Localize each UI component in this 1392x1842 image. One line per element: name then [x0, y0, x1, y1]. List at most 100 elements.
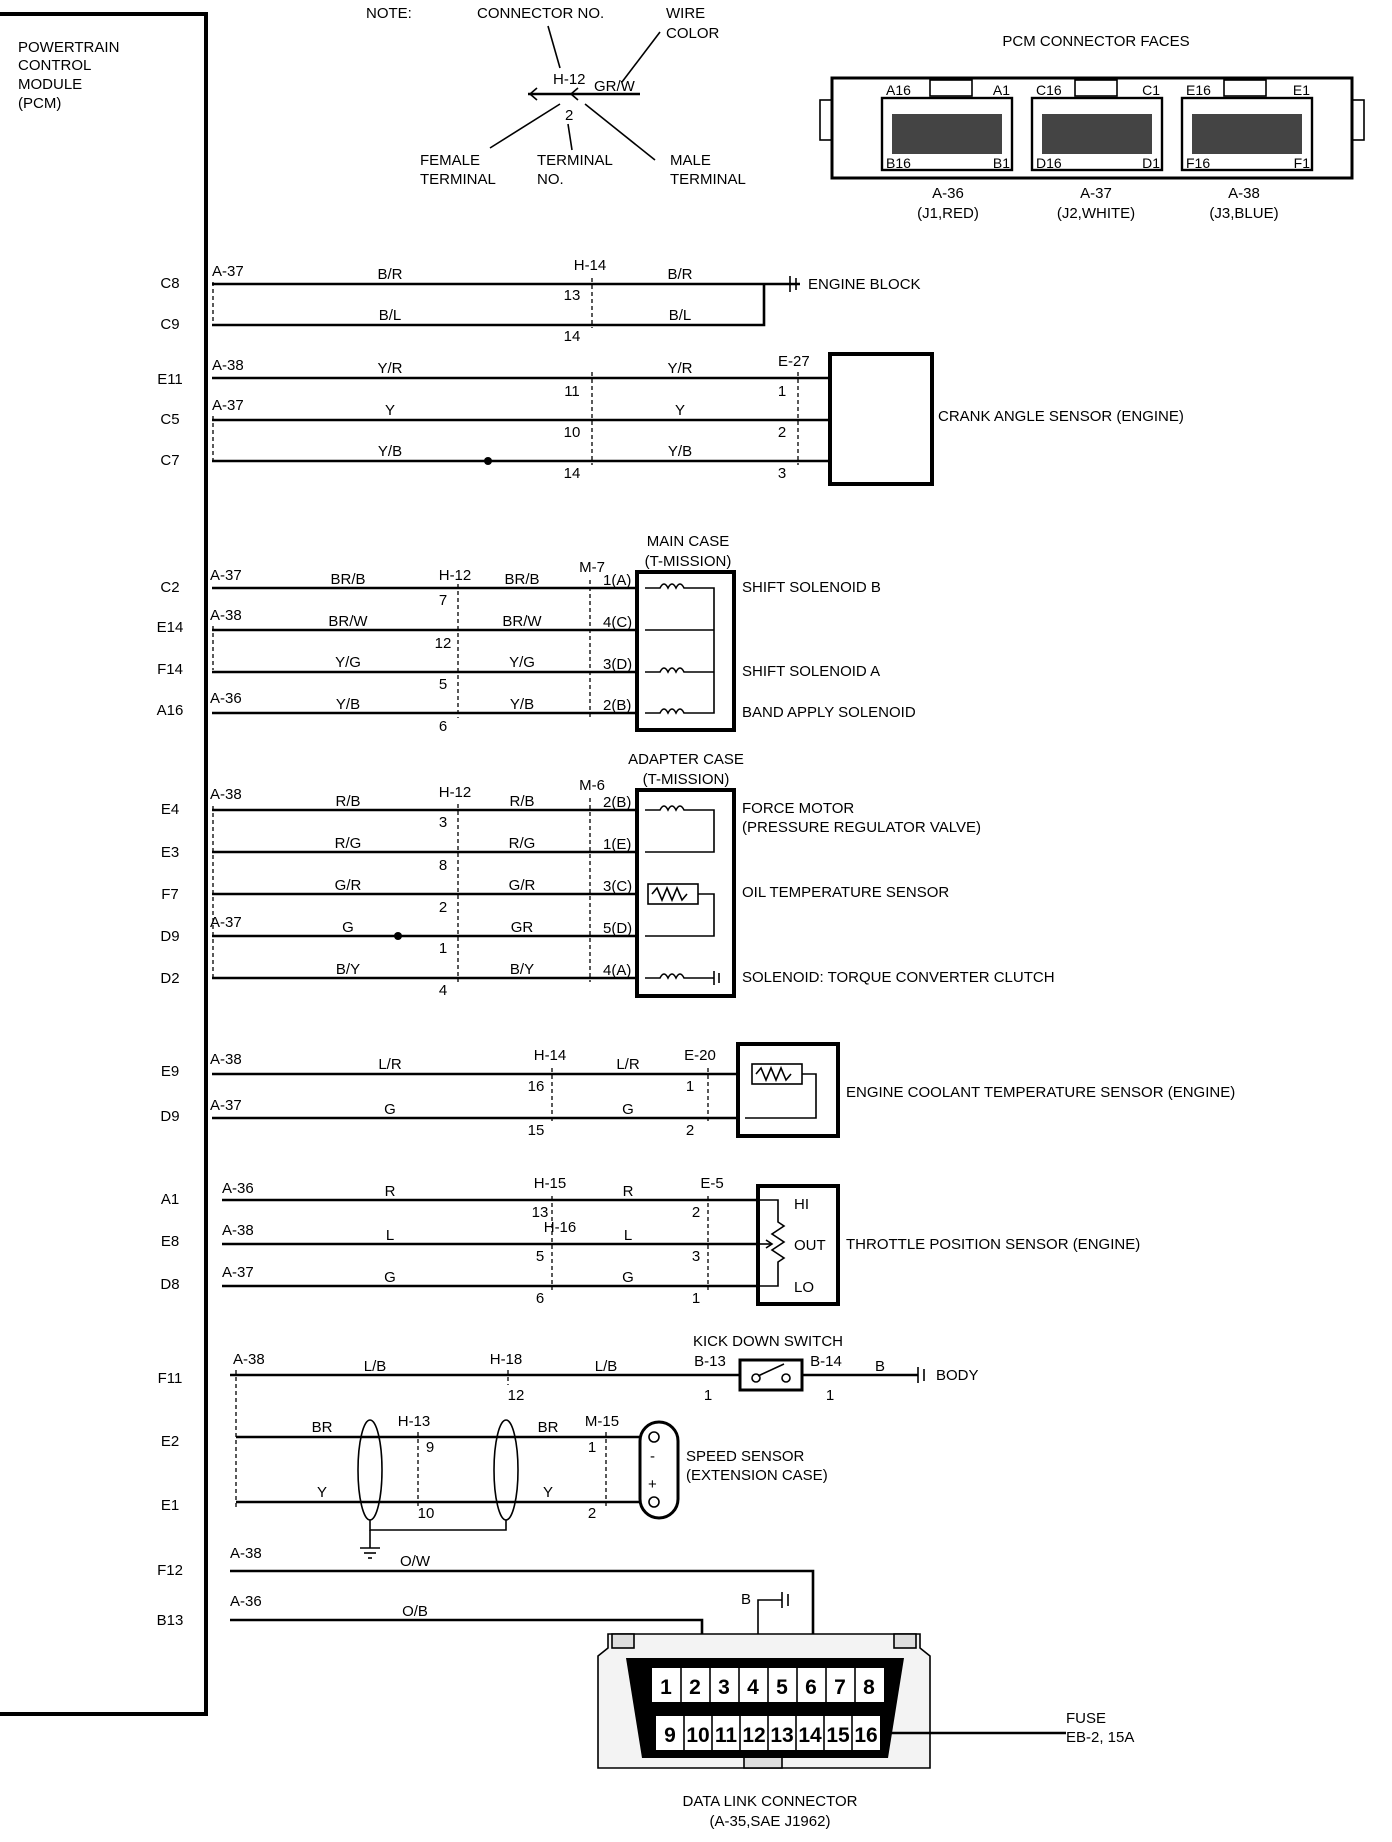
- force-motor-coil-icon: [645, 805, 715, 853]
- pcm-pin: E3: [161, 844, 179, 861]
- face-pin-label: E1: [1293, 82, 1310, 98]
- wire-color: GR: [511, 919, 534, 936]
- terminal-number: 13: [564, 287, 581, 304]
- speed-sensor-plus: +: [648, 1476, 657, 1493]
- terminal-number: 5: [439, 676, 447, 693]
- shield-drain-wire: [369, 1520, 507, 1531]
- connector-label: A-36: [210, 690, 242, 707]
- wire-color: Y/B: [510, 696, 534, 713]
- pcm-pin: E11: [157, 371, 183, 388]
- pcm-pin: C8: [160, 275, 179, 292]
- splice-point: [484, 457, 492, 465]
- wire-color: BR/W: [502, 613, 542, 630]
- dlc-pin: 1: [660, 1676, 672, 1699]
- connector-label: M-6: [579, 777, 605, 794]
- adapter-case-circuit: ADAPTER CASE (T-MISSION) A-38 A-37 R/B R…: [210, 751, 1055, 999]
- pcm-pin: D9: [160, 928, 179, 945]
- pcm-face-a36: A16 A1 B16 B1 A-36 (J1,RED): [880, 82, 1014, 222]
- face-connector-sub: (J1,RED): [917, 205, 979, 222]
- pcm-pin: E2: [161, 1433, 179, 1450]
- pcm-pin: F14: [157, 661, 183, 678]
- pcm-pin: C9: [160, 316, 179, 333]
- fuse-label-line: FUSE: [1066, 1710, 1106, 1727]
- connector-label: B-14: [810, 1353, 842, 1370]
- face-pin-label: D1: [1142, 155, 1160, 171]
- main-case-box: [635, 570, 736, 732]
- face-connector-name: A-37: [1080, 185, 1112, 202]
- terminal-number: 1: [692, 1290, 700, 1307]
- wire-color: O/W: [400, 1553, 431, 1570]
- connector-label: E-5: [700, 1175, 723, 1192]
- note-pointer-line: [489, 103, 561, 149]
- connector-label: A-38: [212, 357, 244, 374]
- terminal-number: 4(A): [603, 962, 631, 979]
- pcm-pin: A16: [157, 702, 184, 719]
- face-pin-label: A16: [886, 82, 911, 98]
- connector-label: B-13: [694, 1353, 726, 1370]
- wire-color: Y/B: [336, 696, 360, 713]
- pcm-pin: C2: [160, 579, 179, 596]
- terminal-number: 4(C): [603, 614, 632, 631]
- dlc-connector-housing: [597, 1633, 931, 1769]
- wire-color: L: [386, 1227, 394, 1244]
- splice-point: [394, 932, 402, 940]
- pcm-title-line: CONTROL: [18, 57, 91, 74]
- tps-lo-label: LO: [794, 1279, 814, 1296]
- wire-color: R/G: [509, 835, 536, 852]
- connector-label: A-36: [222, 1180, 254, 1197]
- pcm-pin: E1: [161, 1497, 179, 1514]
- dlc-title-line: DATA LINK CONNECTOR: [682, 1793, 857, 1810]
- pcm-housing-latch: [929, 79, 973, 97]
- pcm-pin: A1: [161, 1191, 179, 1208]
- terminal-number: 2: [588, 1505, 596, 1522]
- dlc-pin: 5: [776, 1676, 788, 1699]
- terminal-number: 1: [686, 1078, 694, 1095]
- note-terminal-no-line: NO.: [537, 171, 564, 188]
- wire-color: R: [623, 1183, 634, 1200]
- terminal-number: 1: [826, 1387, 834, 1404]
- kickdown-switch-title: KICK DOWN SWITCH: [693, 1333, 843, 1350]
- pcm-pin: E4: [161, 801, 179, 818]
- wire-color: B: [741, 1591, 751, 1608]
- connector-label: A-37: [210, 914, 242, 931]
- terminal-number: 2: [692, 1204, 700, 1221]
- wire-color: B/L: [669, 307, 692, 324]
- wire-color: B/L: [379, 307, 402, 324]
- wire-color: G: [622, 1101, 634, 1118]
- pcm-pin: F12: [157, 1562, 183, 1579]
- dlc-title-line: (A-35,SAE J1962): [710, 1813, 831, 1830]
- note-pointer-line: [621, 31, 661, 83]
- note-male-symbol: [569, 87, 579, 101]
- connector-label: E-27: [778, 353, 810, 370]
- wire-color: R/B: [335, 793, 360, 810]
- note-female-symbol: [528, 87, 538, 101]
- face-pin-label: B1: [993, 155, 1010, 171]
- shield-icon: [493, 1419, 519, 1521]
- face-pin-label: D16: [1036, 155, 1062, 171]
- pcm-pin: D9: [160, 1108, 179, 1125]
- thermistor-icon: [645, 883, 715, 937]
- note-example-connector: H-12: [553, 71, 586, 88]
- solenoid-coil-icon: [645, 667, 714, 674]
- connector-label: A-38: [210, 786, 242, 803]
- component-label: FORCE MOTOR: [742, 800, 854, 817]
- solenoid-coil-icon: [645, 672, 715, 715]
- pcm-face-a37: C16 C1 D16 D1 A-37 (J2,WHITE): [1030, 82, 1164, 222]
- terminal-number: 2: [439, 899, 447, 916]
- wire-color: B/Y: [336, 961, 360, 978]
- dlc-pin-row-bottom: 9 10 11 12 13 14 15 16: [664, 1724, 878, 1747]
- potentiometer-icon: [758, 1199, 786, 1287]
- wire-color: L/B: [364, 1358, 387, 1375]
- terminal-number: 16: [528, 1078, 545, 1095]
- terminal-number: 3: [439, 814, 447, 831]
- connector-label: A-37: [210, 1097, 242, 1114]
- wire-color: G/R: [335, 877, 362, 894]
- pcm-title-line: (PCM): [18, 95, 61, 112]
- component-label: (EXTENSION CASE): [686, 1467, 828, 1484]
- speed-sensor-circuit: BR Y H-13 9 10 BR Y M-15 1 2 - + SPEED S…: [236, 1413, 828, 1559]
- component-label: SPEED SENSOR: [686, 1448, 805, 1465]
- face-pin-label: E16: [1186, 82, 1211, 98]
- terminal-number: 12: [508, 1387, 525, 1404]
- main-case-title: MAIN CASE: [647, 533, 730, 550]
